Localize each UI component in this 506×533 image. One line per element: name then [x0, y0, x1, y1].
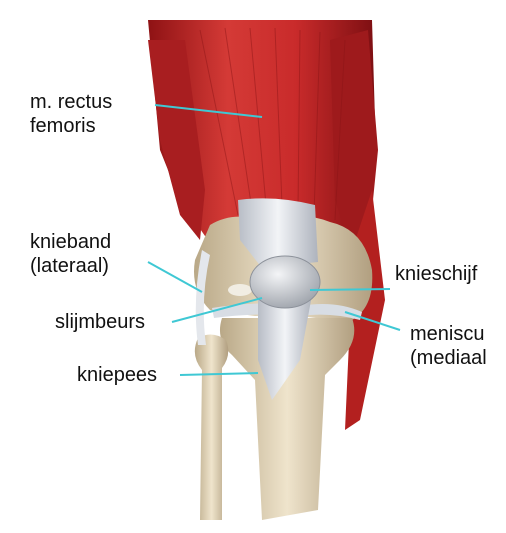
label-knieband-line2: (lateraal)	[30, 254, 111, 278]
leader-knieband	[148, 262, 202, 292]
label-meniscus: meniscu (mediaal	[410, 322, 487, 370]
label-knieband: knieband (lateraal)	[30, 230, 111, 278]
label-kniepees: kniepees	[77, 363, 157, 387]
leader-knieschijf	[310, 289, 390, 290]
label-kniepees-text: kniepees	[77, 363, 157, 387]
fibula	[195, 334, 228, 520]
patella	[250, 256, 320, 308]
bursa	[228, 284, 252, 296]
leader-kniepees	[180, 373, 258, 375]
label-slijmbeurs: slijmbeurs	[55, 310, 145, 334]
label-knieband-line1: knieband	[30, 230, 111, 254]
label-knieschijf-text: knieschijf	[395, 262, 477, 286]
label-rectus-line1: m. rectus	[30, 90, 112, 114]
label-meniscus-line2: (mediaal	[410, 346, 487, 370]
label-knieschijf: knieschijf	[395, 262, 477, 286]
label-slijmbeurs-text: slijmbeurs	[55, 310, 145, 334]
label-rectus-femoris: m. rectus femoris	[30, 90, 112, 138]
label-rectus-line2: femoris	[30, 114, 112, 138]
label-meniscus-line1: meniscu	[410, 322, 487, 346]
